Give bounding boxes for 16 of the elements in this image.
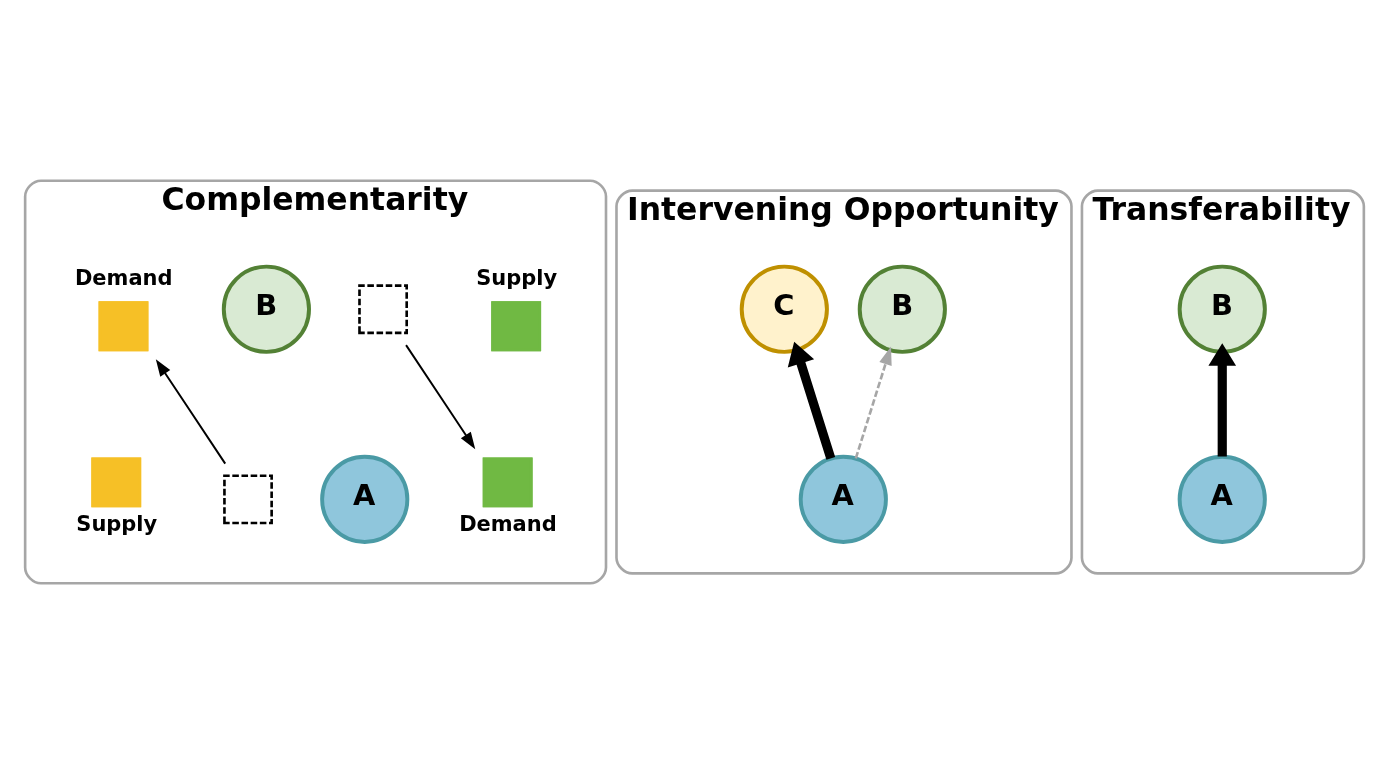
arrow [405,343,476,449]
node-label: Demand [74,265,173,290]
node-label: Demand [459,511,557,536]
node-label: Supply [76,511,158,536]
node-circle: B [857,264,947,354]
node-circle: A [320,454,410,544]
node-circle: B [1177,264,1267,354]
arrow [155,358,227,465]
node-label: Supply [476,265,558,290]
node-circle: B [221,264,311,354]
node-circle: A [798,454,888,544]
node-circle: C [739,264,829,354]
node-circle: A [1177,454,1267,544]
arrow [854,345,892,459]
arrow [787,341,836,460]
arrow [1208,342,1237,456]
